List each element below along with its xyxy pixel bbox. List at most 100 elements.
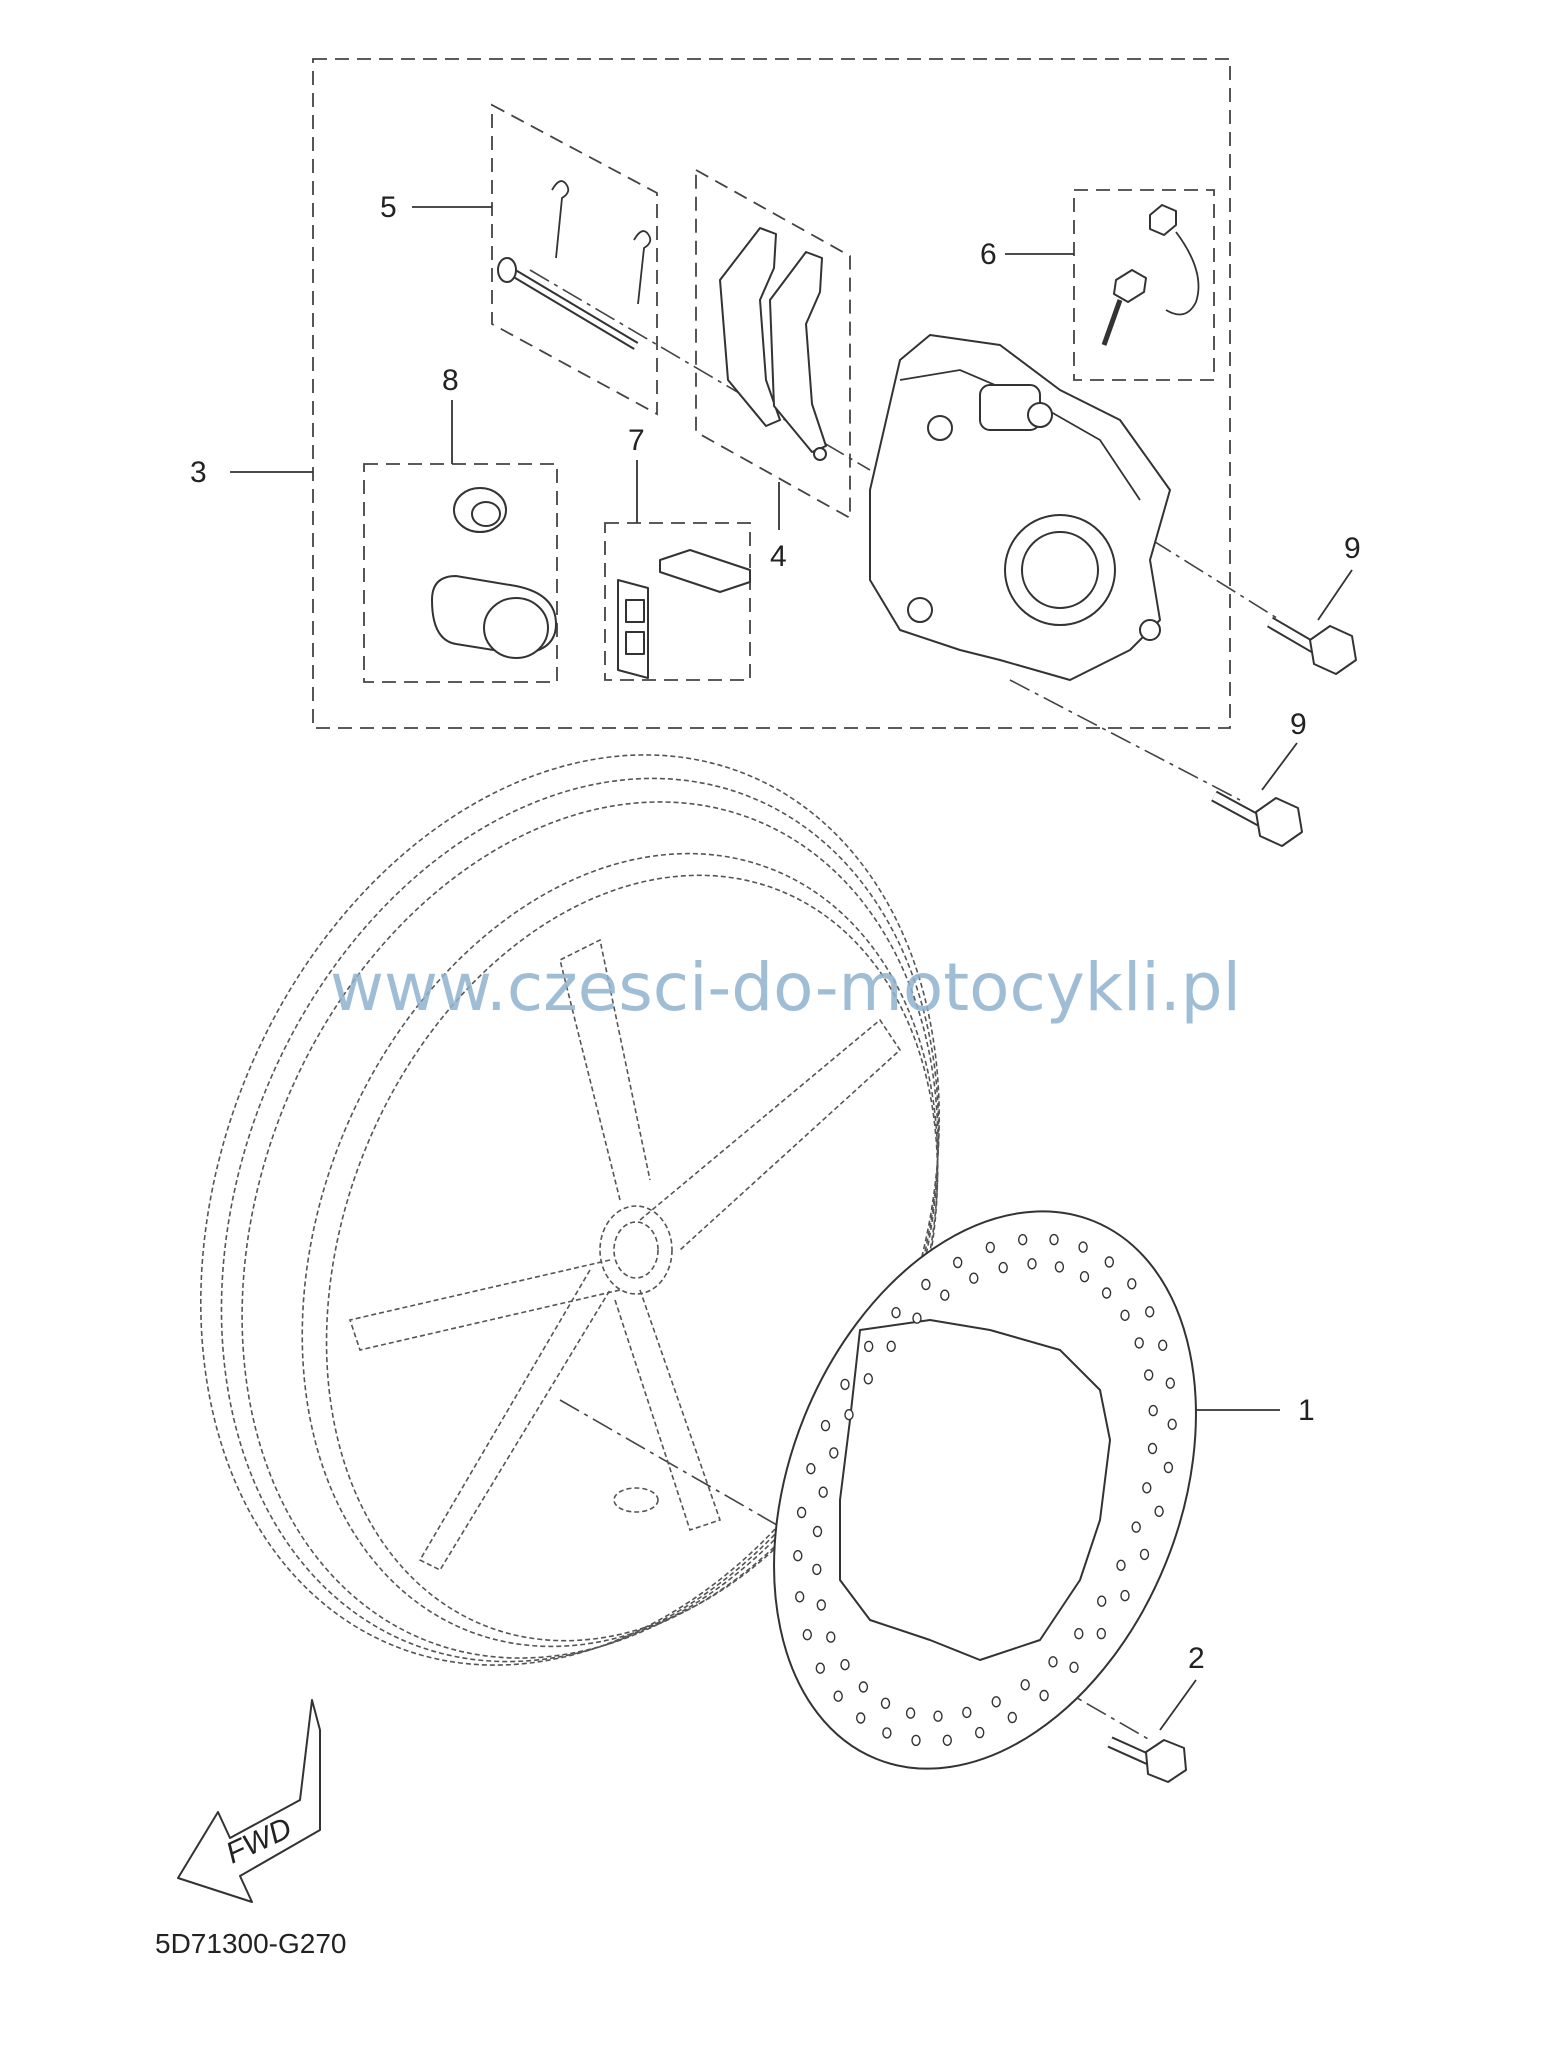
pin-centerline — [529, 269, 871, 471]
bleed-screw-box — [1073, 189, 1215, 381]
disc-hole — [886, 1340, 896, 1353]
disc-hole — [975, 1726, 985, 1739]
disc-hole — [844, 1408, 854, 1421]
disc-hole — [1096, 1627, 1107, 1640]
disc-hole — [1048, 1656, 1058, 1668]
disc-hole — [985, 1241, 995, 1254]
watermark-text: www.czesci-do-motocykli.pl — [330, 949, 1241, 1026]
disc-hole — [1018, 1233, 1028, 1246]
disc-hole — [806, 1462, 816, 1475]
disc-hole — [815, 1662, 825, 1674]
disc-hole — [1074, 1627, 1084, 1640]
disc-hole — [933, 1710, 943, 1722]
disc-hole — [1143, 1369, 1154, 1381]
callout-3: 3 — [190, 456, 207, 489]
disc-hole — [1078, 1241, 1088, 1253]
disc-hole — [1147, 1442, 1158, 1455]
callout-6: 6 — [980, 238, 997, 271]
seal-kit — [431, 487, 557, 659]
brake-pads — [719, 227, 827, 461]
disc-hole — [829, 1447, 839, 1459]
disc-hole — [1134, 1337, 1144, 1349]
disc-hole — [1116, 1559, 1126, 1572]
disc-hole — [1020, 1679, 1030, 1691]
seal-kit-box — [363, 463, 558, 683]
brake-disc — [773, 1210, 1197, 1770]
leader-2 — [1159, 1679, 1197, 1731]
disc-hole — [1039, 1689, 1049, 1702]
disc-hole — [1163, 1461, 1174, 1474]
disc-hole — [812, 1525, 823, 1538]
disc-hole — [864, 1340, 874, 1353]
disc-hole — [1096, 1595, 1107, 1607]
disc-hole — [998, 1261, 1008, 1274]
disc-hole — [1049, 1233, 1059, 1246]
callout-5: 5 — [380, 191, 397, 224]
disc-hole — [1027, 1258, 1037, 1270]
disc-hole — [816, 1599, 826, 1611]
disc-hole — [1007, 1711, 1017, 1724]
callout-8: 8 — [442, 364, 459, 397]
disc-hole — [793, 1549, 803, 1562]
disc-hole — [812, 1563, 822, 1576]
disc-hole — [1148, 1404, 1158, 1417]
leader-9b — [1261, 742, 1298, 791]
disc-hole — [833, 1690, 843, 1702]
disc-hole — [969, 1272, 979, 1284]
pad-spring-box — [604, 522, 751, 681]
disc-hole — [905, 1707, 916, 1719]
disc-hole — [818, 1486, 828, 1498]
disc-hole — [911, 1734, 921, 1747]
disc-hole — [1142, 1482, 1152, 1494]
disc-hole — [795, 1591, 805, 1603]
disc-hole — [953, 1256, 963, 1269]
disc-hole — [826, 1631, 836, 1643]
callout-2: 2 — [1188, 1642, 1205, 1675]
disc-hole — [840, 1378, 850, 1391]
disc-hole — [1127, 1278, 1137, 1290]
bolt-centerline-b — [1009, 679, 1241, 801]
disc-hole — [1069, 1661, 1079, 1674]
caliper-bolt-lower — [1211, 790, 1303, 847]
disc-hole — [882, 1727, 892, 1739]
disc-hole — [1167, 1418, 1177, 1431]
disc-hole — [921, 1278, 931, 1291]
disc-hole — [1120, 1309, 1130, 1322]
disc-hole — [1054, 1261, 1065, 1273]
callout-9b: 9 — [1290, 708, 1307, 741]
disc-hole — [858, 1681, 869, 1693]
disc-hole — [863, 1373, 873, 1385]
disc-hole — [802, 1628, 812, 1641]
disc-hole — [991, 1696, 1001, 1708]
disc-hole — [840, 1658, 850, 1671]
disc-hole — [891, 1306, 901, 1319]
disc-hole — [880, 1697, 891, 1710]
disc-hole — [1165, 1377, 1176, 1389]
disc-hole — [1131, 1521, 1141, 1533]
disc-hole — [1154, 1505, 1164, 1518]
disc-hole — [1144, 1306, 1155, 1318]
disc-hole — [940, 1289, 950, 1301]
callout-1: 1 — [1298, 1394, 1315, 1427]
disc-hole — [856, 1712, 866, 1724]
disc-bolt — [1107, 1736, 1187, 1783]
disc-hole — [942, 1734, 952, 1747]
bleed-screw — [1101, 204, 1200, 346]
disc-hole — [820, 1419, 831, 1432]
fwd-arrow-icon: FWD — [177, 1699, 321, 1903]
callout-7: 7 — [628, 424, 645, 457]
disc-hole — [796, 1506, 807, 1519]
pad-pin — [497, 180, 652, 350]
disc-hole — [1157, 1339, 1168, 1352]
disc-hole — [1104, 1256, 1115, 1268]
leader-9a — [1317, 569, 1353, 621]
brake-caliper — [869, 334, 1171, 681]
reference-code: 5D71300-G270 — [155, 1928, 346, 1959]
disc-hole — [912, 1312, 922, 1324]
pin-set-box — [491, 103, 658, 416]
pad-kit-box — [695, 168, 851, 520]
callout-9a: 9 — [1344, 532, 1361, 565]
disc-hole — [1139, 1548, 1150, 1561]
disc-hole — [1101, 1287, 1112, 1299]
